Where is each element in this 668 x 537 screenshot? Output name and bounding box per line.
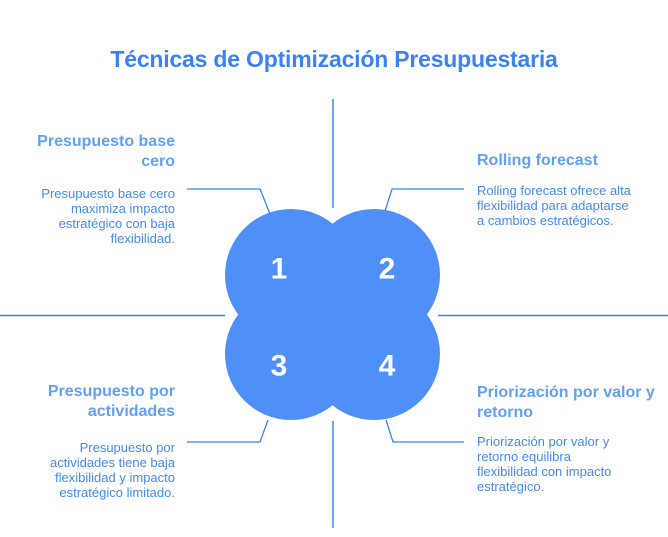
quadrant-top-right-description: Rolling forecast ofrece alta flexibilida… [477, 183, 668, 228]
connector-bottom-left [187, 419, 269, 443]
description-line: estratégico. [477, 479, 545, 494]
blob-lobe-4 [308, 288, 440, 420]
description-line: flexibilidad con impacto [477, 464, 612, 479]
page-title: Técnicas de Optimización Presupuestaria [110, 46, 558, 72]
description-line: flexibilidad para adaptarse [477, 198, 629, 213]
description-line: maximiza impacto [70, 201, 175, 216]
title-line: actividades [87, 403, 175, 420]
quadrant-bottom-left-title: Presupuesto por actividades [0, 382, 175, 422]
description-line: Priorización por valor y [477, 434, 610, 449]
quadrant-top-left-description: Presupuesto base cero maximiza impacto e… [0, 186, 175, 246]
title-line: retorno [477, 404, 533, 421]
blob-number-4: 4 [379, 350, 396, 383]
description-line: estratégico con baja [58, 216, 175, 231]
quadrant-bottom-right-title: Priorización por valor y retorno [477, 383, 668, 423]
quadrant-bottom-right-description: Priorización por valor y retorno equilib… [477, 434, 668, 494]
title-line: Presupuesto base [37, 133, 175, 150]
description-line: estratégico limitado. [59, 485, 175, 500]
description-line: actividades tiene baja [49, 455, 175, 470]
description-line: Rolling forecast ofrece alta [477, 183, 631, 198]
blob-number-2: 2 [379, 253, 396, 286]
title-line: Presupuesto por [47, 383, 175, 400]
blob-number-1: 1 [271, 253, 288, 286]
blob-number-3: 3 [271, 350, 288, 383]
connector-bottom-right [385, 419, 464, 443]
description-line: flexibilidad y impacto [55, 470, 175, 485]
quadrant-top-right-title: Rolling forecast [477, 151, 668, 171]
title-line: cero [141, 153, 175, 170]
description-line: a cambios estratégicos. [477, 213, 614, 228]
quadrant-bottom-left-description: Presupuesto por actividades tiene baja f… [0, 440, 175, 500]
title-line: Rolling forecast [477, 152, 598, 169]
quadrant-top-left-title: Presupuesto base cero [0, 132, 175, 172]
description-line: Presupuesto base cero [41, 186, 175, 201]
connector-top-left [187, 188, 271, 215]
connector-top-right [384, 188, 464, 212]
title-line: Priorización por valor y [477, 384, 655, 401]
description-line: flexibilidad. [110, 231, 175, 246]
description-line: Presupuesto por [79, 440, 175, 455]
description-line: retorno equilibra [477, 449, 571, 464]
